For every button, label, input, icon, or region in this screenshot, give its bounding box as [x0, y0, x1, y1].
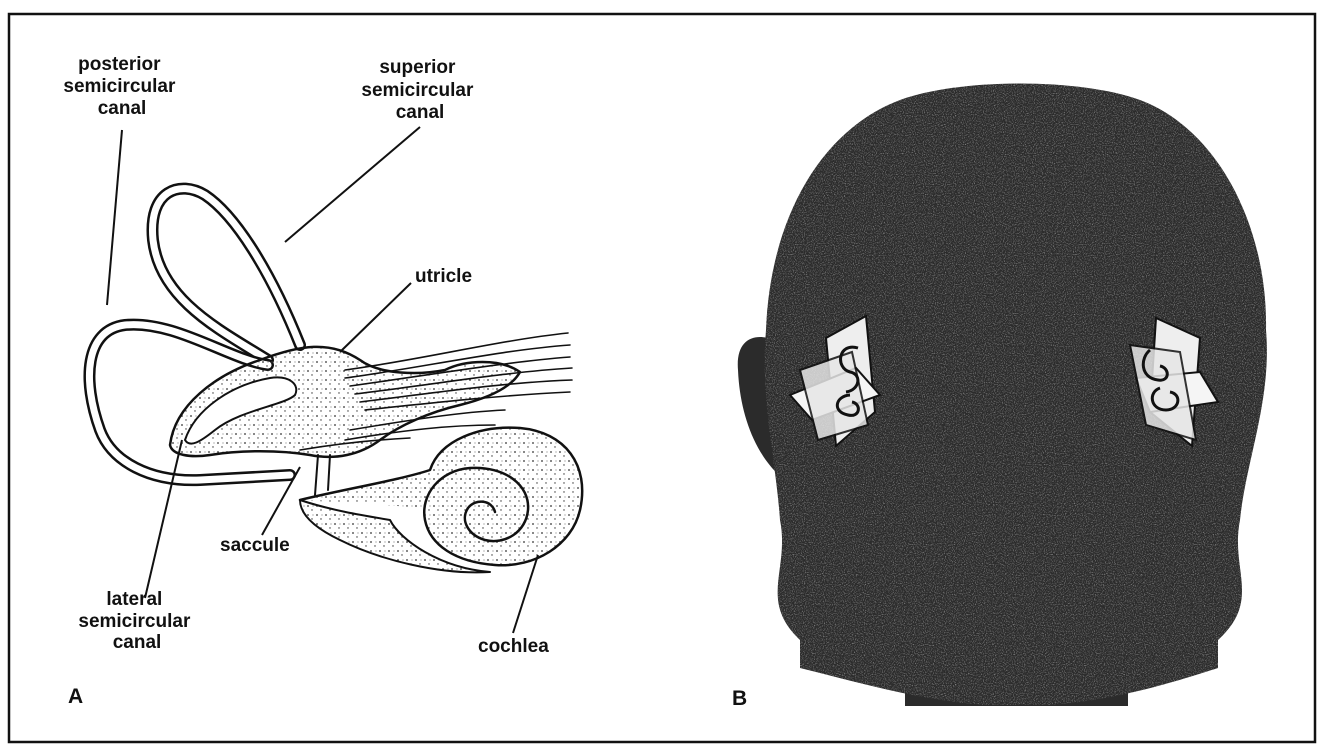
panel-letter-a: A: [68, 685, 83, 708]
label-cochlea: cochlea: [478, 636, 549, 657]
label-utricle: utricle: [415, 266, 472, 287]
label-lateral-semicircular-canal: lateral semicircular canal: [78, 589, 195, 653]
panel-a-inner-ear: [89, 189, 582, 573]
label-posterior-semicircular-canal: posterior semicircular canal: [63, 54, 180, 119]
panel-b-head: [730, 70, 1290, 710]
panel-letter-b: B: [732, 687, 747, 710]
label-saccule: saccule: [220, 535, 290, 556]
label-superior-semicircular-canal: superior semicircular canal: [361, 57, 478, 123]
